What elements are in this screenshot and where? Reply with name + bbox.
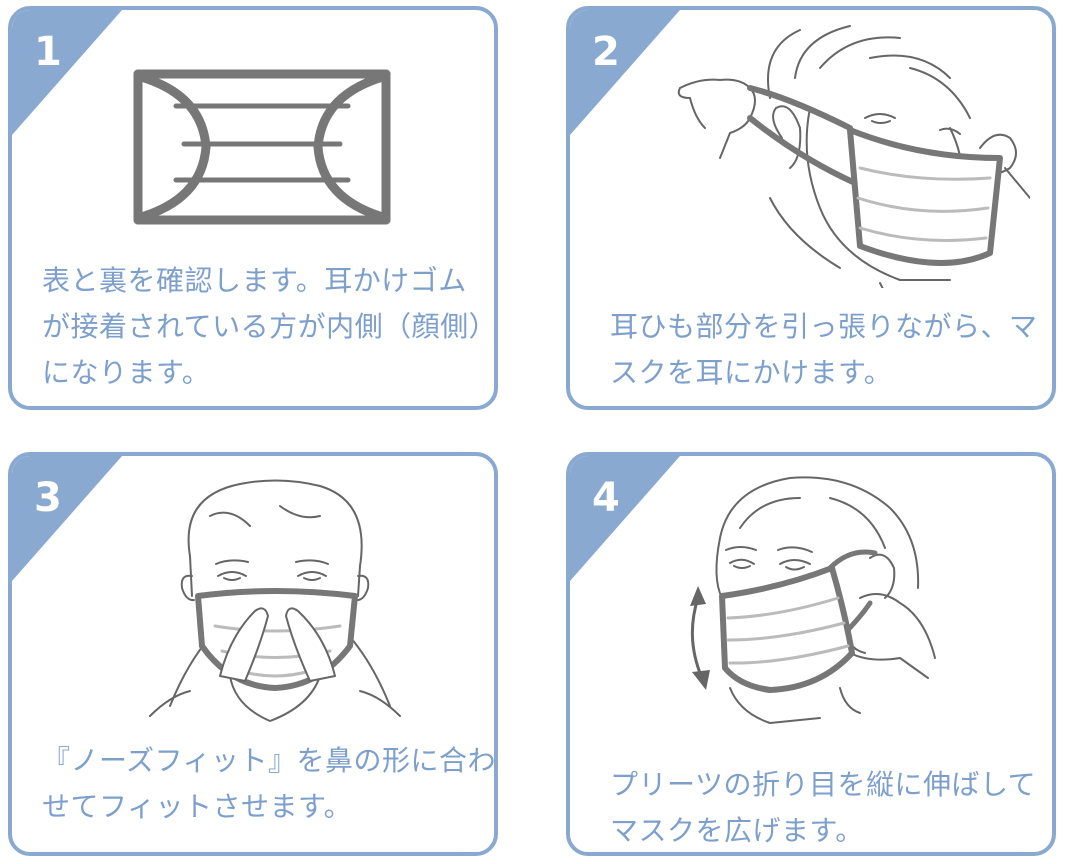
caption-line: せてフィットさせます。 xyxy=(42,790,353,823)
step-card-4: 4 xyxy=(566,452,1056,856)
step-caption: 表と裏を確認します。耳かけゴム が接着されている方が内側（顔側） になります。 xyxy=(42,258,498,396)
caption-line: プリーツの折り目を縦に伸ばして xyxy=(610,768,1037,801)
caption-line: マスクを広げます。 xyxy=(610,814,864,847)
step-corner-badge xyxy=(570,10,680,135)
step-card-1: 1 表と裏を確認します。耳かけゴム が接着されている方が内側（顔側） になります… xyxy=(8,6,498,410)
step-number: 2 xyxy=(592,29,620,75)
step-number: 1 xyxy=(34,29,62,75)
step-caption: 耳ひも部分を引っ張りながら、マ スクを耳にかけます。 xyxy=(610,304,1038,396)
caption-line: になります。 xyxy=(42,356,211,389)
mask-spread-illustration xyxy=(690,476,936,724)
mask-wearing-illustration xyxy=(677,25,1030,288)
caption-line: 耳ひも部分を引っ張りながら、マ xyxy=(610,310,1038,343)
caption-line: が接着されている方が内側（顔側） xyxy=(42,310,498,343)
step-number: 4 xyxy=(592,475,620,521)
step-corner-badge xyxy=(12,456,122,581)
step-card-3: 3 xyxy=(8,452,498,856)
step-card-2: 2 耳ひも部分を引っ張りなが xyxy=(566,6,1056,410)
mask-front-illustration xyxy=(133,69,391,225)
step-caption: 『ノーズフィット』を鼻の形に合わ せてフィットさせます。 xyxy=(42,738,497,830)
caption-line: 『ノーズフィット』を鼻の形に合わ xyxy=(42,744,497,777)
caption-line: スクを耳にかけます。 xyxy=(610,356,893,389)
step-caption: プリーツの折り目を縦に伸ばして マスクを広げます。 xyxy=(610,762,1037,852)
step-corner-badge xyxy=(570,456,680,581)
step-number: 3 xyxy=(34,475,62,521)
nose-fit-illustration xyxy=(149,479,401,722)
step-corner-badge xyxy=(12,10,122,135)
caption-line: 表と裏を確認します。耳かけゴム xyxy=(42,264,467,297)
